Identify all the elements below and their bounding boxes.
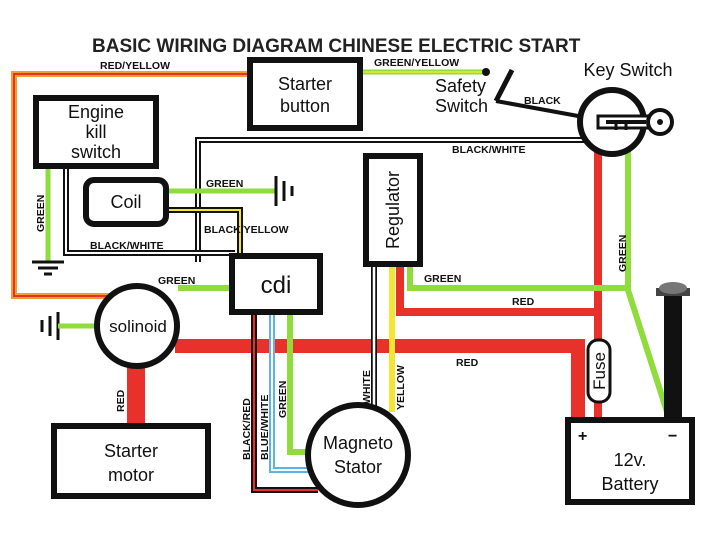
label-green-regulator: GREEN bbox=[424, 273, 461, 285]
label-green-kill: GREEN bbox=[35, 195, 47, 232]
wire-red-regulator bbox=[396, 265, 598, 316]
starter-motor-label-2: motor bbox=[108, 465, 154, 485]
label-green-key: GREEN bbox=[617, 235, 629, 272]
solenoid: solinoid bbox=[94, 283, 180, 369]
starter-button-label-1: Starter bbox=[278, 74, 332, 94]
ground-icon-kill bbox=[32, 260, 64, 276]
diagram-title: BASIC WIRING DIAGRAM CHINESE ELECTRIC ST… bbox=[92, 36, 581, 57]
cdi-unit: cdi bbox=[229, 253, 323, 315]
stator-label-2: Stator bbox=[334, 457, 382, 477]
label-green-solenoid: GREEN bbox=[158, 275, 195, 287]
wire-black-red bbox=[251, 313, 318, 493]
label-black-red: BLACK/RED bbox=[241, 398, 253, 460]
label-blue-white: BLUE/WHITE bbox=[259, 395, 271, 460]
stator-label-1: Magneto bbox=[323, 433, 393, 453]
wire-red-yellow bbox=[11, 71, 250, 299]
label-black-white-top: BLACK/WHITE bbox=[452, 144, 526, 156]
coil-label: Coil bbox=[110, 192, 141, 212]
label-yellow: YELLOW bbox=[395, 365, 407, 410]
wire-black-white-top bbox=[195, 137, 590, 262]
key-icon bbox=[606, 108, 674, 136]
battery-label-2: Battery bbox=[601, 474, 658, 494]
battery: + − 12v. Battery bbox=[565, 417, 695, 505]
solenoid-label: solinoid bbox=[109, 317, 167, 336]
label-black-white-left: BLACK/WHITE bbox=[90, 240, 164, 252]
cdi-label: cdi bbox=[261, 272, 292, 299]
wire-black-white-left bbox=[63, 165, 235, 256]
label-white: WHITE bbox=[361, 370, 373, 404]
wire-blue-white bbox=[269, 313, 312, 473]
starter-motor: Starter motor bbox=[51, 423, 211, 499]
wire-green-regulator bbox=[407, 265, 628, 291]
battery-negative-clamp-top bbox=[659, 282, 687, 294]
engine-kill-label-2: kill bbox=[86, 122, 107, 142]
label-red-starter: RED bbox=[115, 389, 127, 412]
label-red-yellow: RED/YELLOW bbox=[100, 60, 170, 72]
magneto-stator: Magneto Stator bbox=[305, 402, 411, 508]
label-black: BLACK bbox=[524, 95, 561, 107]
key-switch: Key Switch bbox=[577, 60, 674, 157]
battery-label-1: 12v. bbox=[614, 450, 647, 470]
starter-button: Starter button bbox=[247, 57, 363, 131]
label-red-main: RED bbox=[456, 357, 479, 369]
label-green-yellow: GREEN/YELLOW bbox=[374, 57, 459, 69]
battery-plus-label: + bbox=[578, 428, 587, 445]
label-red-regulator: RED bbox=[512, 296, 535, 308]
label-black-yellow: BLACK/YELLOW bbox=[204, 224, 289, 236]
engine-kill-label-1: Engine bbox=[68, 102, 124, 122]
wire-green-stator bbox=[287, 313, 310, 455]
battery-minus-label: − bbox=[668, 428, 677, 445]
battery-negative-cable bbox=[664, 296, 682, 420]
starter-button-label-2: button bbox=[280, 96, 330, 116]
fuse-label: Fuse bbox=[590, 352, 609, 390]
key-switch-label: Key Switch bbox=[583, 60, 672, 80]
safety-switch-lever bbox=[482, 68, 515, 103]
label-green-coil: GREEN bbox=[206, 178, 243, 190]
label-green-stator: GREEN bbox=[277, 381, 289, 418]
safety-switch-label-1: Safety bbox=[435, 76, 486, 96]
engine-kill-label-3: switch bbox=[71, 142, 121, 162]
coil: Coil bbox=[83, 177, 169, 227]
fuse: Fuse bbox=[586, 338, 612, 404]
wire-green-key bbox=[625, 148, 671, 416]
engine-kill-switch: Engine kill switch bbox=[33, 95, 159, 169]
ground-icon-coil bbox=[274, 176, 294, 206]
regulator: Regulator bbox=[363, 153, 423, 267]
wire-black-yellow bbox=[166, 207, 243, 256]
starter-motor-label-1: Starter bbox=[104, 441, 158, 461]
regulator-label: Regulator bbox=[383, 171, 403, 249]
safety-switch-label-2: Switch bbox=[435, 96, 488, 116]
wire-red-main bbox=[175, 339, 585, 420]
ground-icon-solenoid bbox=[40, 312, 60, 340]
